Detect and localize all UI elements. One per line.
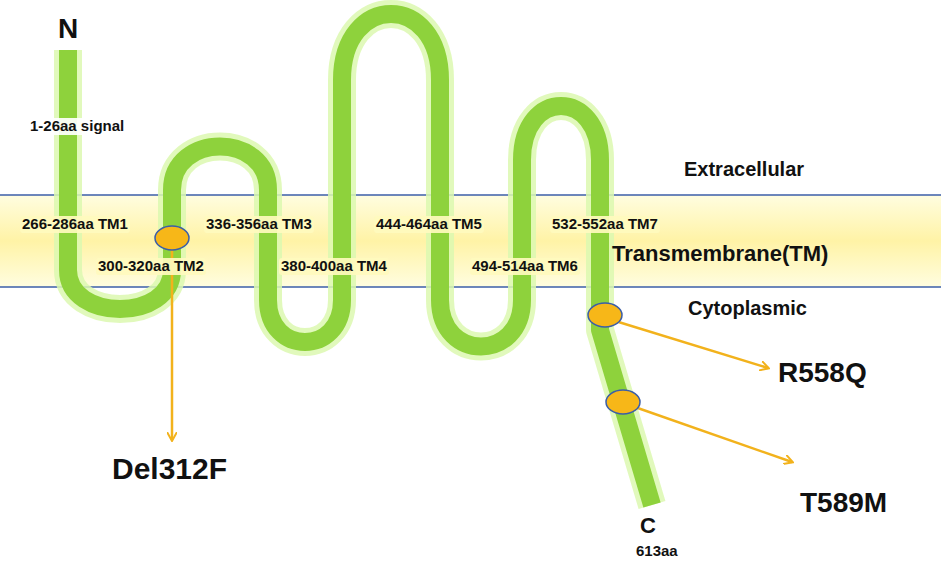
region-label: Extracellular [684, 158, 804, 180]
leader-arrow [632, 406, 792, 462]
mutation-site [606, 390, 640, 414]
tm-label: 532-552aa TM7 [550, 216, 660, 233]
tm-label: 444-464aa TM5 [374, 216, 484, 233]
membrane-fill [0, 195, 941, 287]
protein-chain [68, 14, 652, 505]
mutation-label: T589M [800, 488, 887, 519]
tm-label: 494-514aa TM6 [470, 258, 580, 275]
tm-label: 300-320aa TM2 [96, 258, 206, 275]
tm-label: 336-356aa TM3 [204, 216, 314, 233]
tm-label: 266-286aa TM1 [20, 216, 130, 233]
tm-label: 380-400aa TM4 [279, 258, 389, 275]
signal-label: 1-26aa signal [28, 118, 126, 135]
leader-arrow [171, 250, 174, 440]
membrane-line [0, 194, 941, 196]
leader-arrow [612, 320, 768, 368]
protein-glow [68, 14, 652, 505]
mutation-site [155, 226, 189, 250]
region-label: Cytoplasmic [688, 297, 807, 319]
terminus-label: N [58, 14, 78, 45]
mutation-label: R558Q [778, 358, 867, 389]
length-label: 613aa [636, 543, 678, 560]
membrane-line [0, 286, 941, 288]
band-label: Transmembrane(TM) [612, 242, 828, 266]
mutation-label: Del312F [112, 452, 227, 485]
terminus-label: C [640, 514, 656, 538]
mutation-site [588, 303, 622, 327]
